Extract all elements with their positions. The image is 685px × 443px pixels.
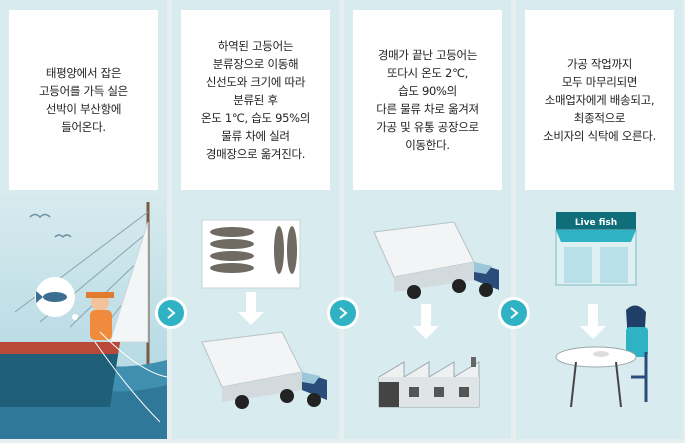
chevron-right-icon (167, 307, 176, 319)
next-step-arrow-2 (327, 297, 359, 329)
step-panel-4: 가공 작업까지 모두 마무리되면 소매업자에게 배송되고, 최종적으로 소비자의… (516, 0, 683, 439)
step-2-text: 하역된 고등어는 분류장으로 이동해 신선도와 크기에 따라 분류된 후 온도 … (200, 39, 311, 161)
step-card-3: 경매가 끝난 고등어는 또다시 온도 2℃, 습도 90%의 다른 물류 차로 … (353, 10, 502, 190)
store-sign: Live fish (575, 218, 617, 228)
sorting-truck-illustration (172, 192, 339, 439)
fishing-boat-illustration (0, 192, 168, 439)
truck-factory-illustration (344, 192, 511, 439)
store-table-illustration: Live fish (516, 192, 683, 439)
step-panel-3: 경매가 끝난 고등어는 또다시 온도 2℃, 습도 90%의 다른 물류 차로 … (344, 0, 511, 439)
step-3-text: 경매가 끝난 고등어는 또다시 온도 2℃, 습도 90%의 다른 물류 차로 … (376, 48, 479, 152)
chevron-right-icon (510, 307, 519, 319)
step-card-4: 가공 작업까지 모두 마무리되면 소매업자에게 배송되고, 최종적으로 소비자의… (525, 10, 674, 190)
step-4-text: 가공 작업까지 모두 마무리되면 소매업자에게 배송되고, 최종적으로 소비자의… (543, 57, 656, 143)
step-panel-2: 하역된 고등어는 분류장으로 이동해 신선도와 크기에 따라 분류된 후 온도 … (172, 0, 339, 439)
step-1-text: 태평양에서 잡은 고등어를 가득 실은 선박이 부산항에 들어온다. (39, 66, 128, 134)
next-step-arrow-1 (155, 297, 187, 329)
next-step-arrow-3 (498, 297, 530, 329)
step-card-2: 하역된 고등어는 분류장으로 이동해 신선도와 크기에 따라 분류된 후 온도 … (181, 10, 330, 190)
step-card-1: 태평양에서 잡은 고등어를 가득 실은 선박이 부산항에 들어온다. (9, 10, 158, 190)
store-icon (555, 212, 637, 286)
step-panel-1: 태평양에서 잡은 고등어를 가득 실은 선박이 부산항에 들어온다. (0, 0, 168, 439)
chevron-right-icon (339, 307, 348, 319)
